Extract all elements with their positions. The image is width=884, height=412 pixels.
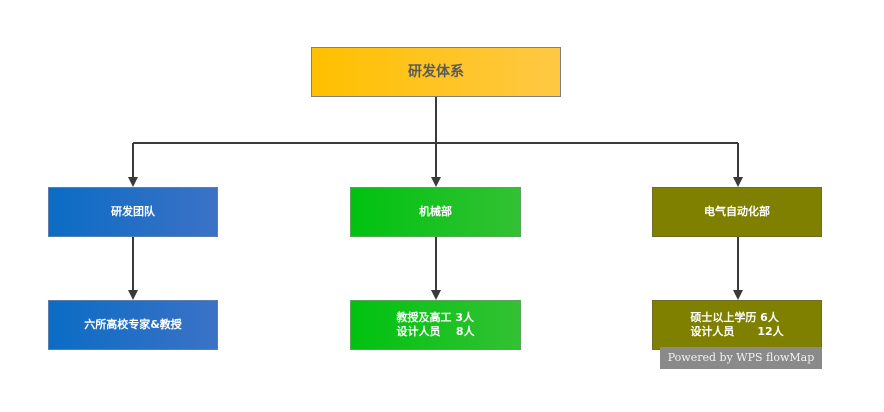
dept-node-research-team[interactable]: 研发团队	[48, 187, 218, 237]
root-node-label: 研发体系	[408, 64, 464, 80]
wps-flowmap-watermark: Powered by WPS flowMap	[660, 347, 822, 369]
detail-node-mechanical[interactable]: 教授及高工 3人 设计人员 8人	[350, 300, 521, 350]
detail-line: 硕士以上学历 6人	[690, 311, 779, 324]
dept-node-mechanical[interactable]: 机械部	[350, 187, 521, 237]
detail-line: 设计人员 12人	[690, 325, 784, 338]
root-node[interactable]: 研发体系	[311, 47, 561, 97]
detail-node-electrical-automation[interactable]: 硕士以上学历 6人 设计人员 12人	[652, 300, 822, 350]
detail-node-research-team[interactable]: 六所高校专家&教授	[48, 300, 218, 350]
detail-line: 设计人员 8人	[396, 325, 475, 338]
detail-line: 教授及高工 3人	[396, 311, 474, 324]
detail-line: 六所高校专家&教授	[84, 318, 182, 331]
dept-node-label: 电气自动化部	[704, 205, 770, 218]
dept-node-label: 机械部	[419, 205, 452, 218]
dept-node-electrical-automation[interactable]: 电气自动化部	[652, 187, 822, 237]
dept-node-label: 研发团队	[111, 205, 155, 218]
